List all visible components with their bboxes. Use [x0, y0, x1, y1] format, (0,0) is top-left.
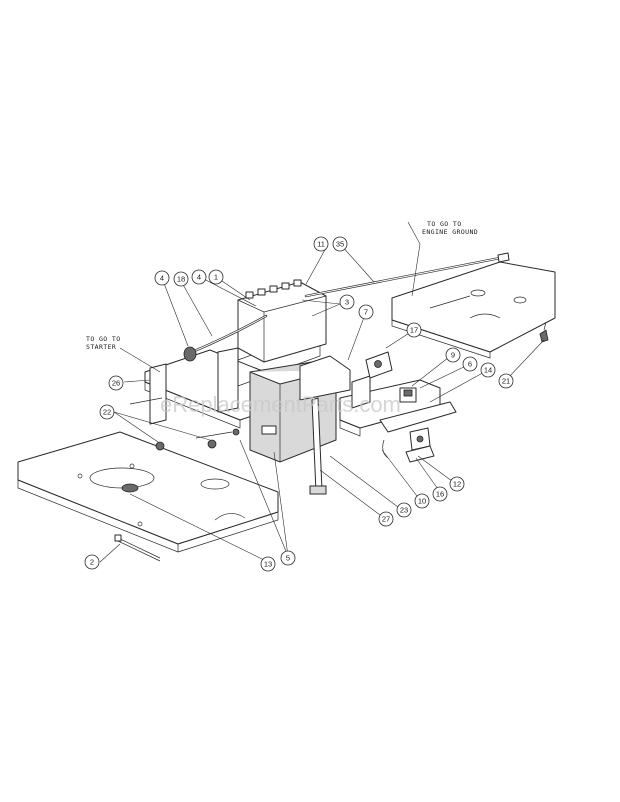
- callout-27: 27: [378, 511, 394, 527]
- leader-lines: [99, 221, 545, 563]
- ground-cable: [304, 252, 510, 298]
- svg-text:11: 11: [317, 240, 325, 249]
- callout-6: 6: [462, 356, 478, 372]
- note-engine-ground-line1: TO GO TO: [427, 220, 462, 228]
- wire-harness: [129, 321, 549, 451]
- note-starter-line1: TO GO TO: [86, 335, 121, 343]
- svg-text:18: 18: [177, 275, 185, 284]
- callout-7: 7: [358, 304, 374, 320]
- note-engine-ground-line2: ENGINE GROUND: [422, 228, 478, 236]
- callout-2: 2: [84, 554, 100, 570]
- svg-text:4: 4: [197, 273, 201, 282]
- switch-mount-bracket: [339, 375, 457, 437]
- note-starter-line2: STARTER: [86, 343, 116, 351]
- callout-26: 26: [108, 375, 124, 391]
- note-starter: TO GO TO STARTER: [86, 335, 121, 351]
- callout-21: 21: [498, 373, 514, 389]
- hold-down-strap: [309, 397, 327, 495]
- callout-3: 3: [339, 294, 355, 310]
- svg-text:10: 10: [418, 497, 426, 506]
- callout-balloons: 11 35 4 18 4 1 3 7 17 9 6 14 21 26 22 5 …: [84, 236, 514, 572]
- svg-text:27: 27: [382, 515, 390, 524]
- callout-9: 9: [445, 347, 461, 363]
- svg-text:23: 23: [400, 506, 408, 515]
- callout-18: 18: [173, 271, 189, 287]
- svg-text:6: 6: [468, 360, 472, 369]
- svg-text:9: 9: [451, 351, 455, 360]
- svg-text:35: 35: [336, 240, 344, 249]
- watermark-text: eReplacementParts.com: [160, 392, 401, 417]
- rear-fender-panel: [391, 261, 556, 359]
- seat-deck-panel: [17, 431, 279, 553]
- callout-13: 13: [260, 556, 276, 572]
- ignition-switch: [382, 427, 435, 463]
- svg-text:4: 4: [160, 274, 164, 283]
- svg-text:1: 1: [214, 273, 218, 282]
- svg-text:17: 17: [410, 326, 418, 335]
- svg-text:7: 7: [364, 308, 368, 317]
- solenoid: [365, 351, 393, 379]
- svg-text:21: 21: [502, 377, 510, 386]
- callout-35: 35: [332, 236, 348, 252]
- svg-text:16: 16: [436, 490, 444, 499]
- callout-4-left: 4: [154, 270, 170, 286]
- battery-tray: [249, 355, 351, 463]
- svg-text:22: 22: [103, 408, 111, 417]
- callout-17: 17: [406, 322, 422, 338]
- callout-4-right: 4: [191, 269, 207, 285]
- callout-22: 22: [99, 404, 115, 420]
- callout-10: 10: [414, 493, 430, 509]
- svg-text:13: 13: [264, 560, 272, 569]
- positive-cable: [183, 314, 268, 362]
- callout-14: 14: [480, 362, 496, 378]
- svg-text:2: 2: [90, 558, 94, 567]
- cable-tie: [114, 534, 161, 562]
- svg-text:3: 3: [345, 298, 349, 307]
- callout-12: 12: [449, 476, 465, 492]
- svg-text:5: 5: [286, 554, 290, 563]
- callout-1: 1: [208, 269, 224, 285]
- svg-text:26: 26: [112, 379, 120, 388]
- callout-23: 23: [396, 502, 412, 518]
- note-engine-ground: TO GO TO ENGINE GROUND: [422, 220, 478, 236]
- callout-16: 16: [432, 486, 448, 502]
- svg-text:12: 12: [453, 480, 461, 489]
- svg-text:14: 14: [484, 366, 492, 375]
- battery: [237, 279, 327, 363]
- callout-11: 11: [313, 236, 329, 252]
- callout-5: 5: [280, 550, 296, 566]
